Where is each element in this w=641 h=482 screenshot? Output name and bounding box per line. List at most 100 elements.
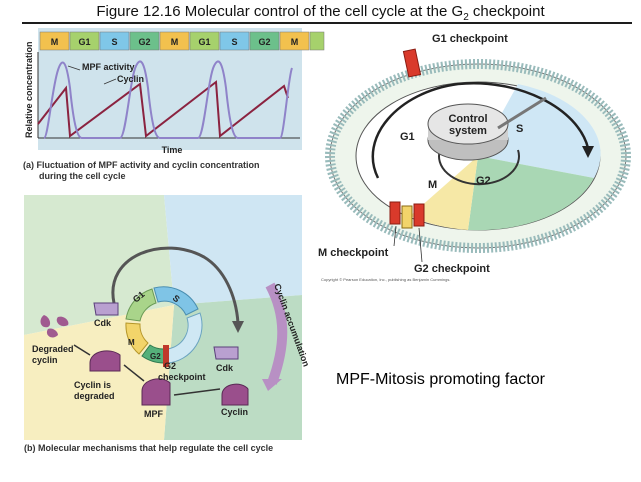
control-drum-top — [427, 103, 509, 145]
phase-block-g1 — [69, 31, 100, 51]
mpf-activity-label: MPF activity — [82, 62, 135, 72]
s-phase-label: S — [516, 123, 523, 135]
panel-a-caption-line2: during the cell cycle — [39, 171, 126, 181]
g2-phase-sector — [468, 156, 594, 231]
bg-blue-region — [164, 195, 302, 305]
mpf-label: MPF — [144, 409, 164, 419]
phase-label-s: S — [111, 37, 117, 47]
degraded-fragment-2 — [56, 316, 69, 327]
degraded-fragment-3 — [46, 328, 58, 338]
g1-phase-label: G1 — [400, 131, 415, 143]
cdk-bottom-label: Cdk — [216, 363, 234, 373]
cdk-top-label: Cdk — [94, 318, 112, 328]
panel-a-caption: (a) Fluctuation of MPF activity and cycl… — [23, 160, 303, 182]
degraded-cyclin-label-line1: Degraded — [32, 344, 74, 354]
cdk-bottom-shape — [213, 346, 239, 360]
m-phase-sector — [410, 156, 478, 230]
cell-cycle-wheel: G1 S G2 M — [125, 286, 203, 367]
m-phase-block — [401, 205, 413, 229]
panel-b-caption-letter: (b) — [24, 443, 36, 453]
g2-checkpoint-leader — [418, 227, 423, 263]
phase-label-m: M — [51, 37, 59, 47]
degraded-fragment-1 — [40, 315, 51, 328]
phase-label-g2: G2 — [258, 37, 270, 47]
cyclin-is-degraded-line2: degraded — [74, 391, 115, 401]
cyclin-shape — [221, 383, 249, 406]
arrow-cyclin-to-mpf — [173, 388, 221, 396]
title-suffix: checkpoint — [468, 3, 545, 20]
m-checkpoint-leader — [393, 225, 397, 247]
cycle-arrow-top-head — [232, 321, 244, 333]
g1-checkpoint-gate — [402, 48, 422, 78]
inner-cycle-arrow — [438, 149, 520, 186]
accumulation-arrow-head — [262, 379, 282, 391]
wheel-s-segment — [153, 286, 199, 316]
cyclin-curve — [37, 80, 289, 138]
m-checkpoint-gate — [389, 201, 401, 225]
phase-block-g2 — [129, 31, 160, 51]
phase-bar: M G1 S G2 M G1 S G2 M — [39, 31, 325, 51]
y-axis-label: Relative concentration — [24, 41, 34, 138]
panel-b-caption: (b) Molecular mechanisms that help regul… — [24, 443, 314, 454]
panel-a-caption-letter: (a) — [23, 160, 34, 170]
control-system-line2: system — [449, 125, 487, 137]
g2-checkpoint-line1: G2 — [164, 361, 176, 371]
wheel-m-label: M — [128, 338, 135, 347]
mpf-definition-note: MPF-Mitosis promoting factor — [336, 371, 545, 388]
m-phase-label: M — [428, 179, 437, 191]
x-axis-label: Time — [162, 145, 183, 155]
phase-label-s: S — [231, 37, 237, 47]
cycle-direction-arrow — [371, 81, 590, 179]
control-system-line1: Control — [448, 113, 487, 125]
m-checkpoint-label: M checkpoint — [318, 247, 389, 259]
phase-label-g1: G1 — [198, 37, 210, 47]
phase-block-g1 — [189, 31, 220, 51]
phase-label-m: M — [171, 37, 179, 47]
phase-block-m — [39, 31, 70, 51]
g2-checkpoint-label: G2 checkpoint — [414, 263, 490, 275]
degraded-cyclin-label-line2: cyclin — [32, 355, 58, 365]
g2-checkpoint-gate — [413, 203, 425, 227]
cycle-direction-arrow-head — [582, 146, 594, 158]
g2-phase-label: G2 — [476, 175, 491, 187]
phase-label-g2: G2 — [138, 37, 150, 47]
title-prefix: Figure 12.16 Molecular control of the ce… — [96, 3, 464, 20]
s-phase-sector — [478, 84, 601, 178]
phase-block-s — [219, 31, 250, 51]
mpf-activity-curve — [43, 60, 293, 139]
g1-checkpoint-label: G1 checkpoint — [432, 33, 508, 45]
panel-b-caption-text: Molecular mechanisms that help regulate … — [38, 443, 274, 453]
copyright-notice: Copyright © Pearson Education, Inc., pub… — [321, 277, 451, 282]
title-rule — [22, 22, 632, 24]
wheel-s-label: S — [171, 293, 182, 305]
mpf-leader-line — [67, 65, 81, 71]
panel-b-diagram: G1 S G2 M Cdk Degraded cyclin Cyclin is … — [24, 195, 311, 440]
phase-label-g1: G1 — [78, 37, 90, 47]
wheel-m-segment — [125, 322, 149, 355]
g2-checkpoint-line2: checkpoint — [158, 372, 206, 382]
arrow-mpf-to-degrading — [123, 364, 145, 382]
panel-a-caption-line1: Fluctuation of MPF activity and cyclin c… — [36, 160, 260, 170]
outer-ring-ticks — [325, 59, 631, 253]
wheel-checkpoint-marker — [163, 345, 169, 367]
title-subscript: 2 — [463, 12, 469, 23]
wheel-g2-label: G2 — [150, 352, 161, 361]
cyclin-leader-line — [103, 78, 117, 85]
phase-block-m — [159, 31, 190, 51]
phase-block-g2 — [249, 31, 280, 51]
cyclin-bottom-label: Cyclin — [221, 407, 248, 417]
cdk-top-shape — [93, 302, 119, 316]
phase-block-s — [99, 31, 130, 51]
cyclin-is-degraded-line1: Cyclin is — [74, 380, 111, 390]
cyclin-label: Cyclin — [117, 74, 144, 84]
cycle-arrow-top — [111, 246, 240, 324]
phase-label-m: M — [291, 37, 299, 47]
panel-a-graph: M G1 S G2 M G1 S G2 M MPF activity Cyclin Relati… — [24, 28, 325, 155]
mpf-complex-shape — [141, 378, 171, 406]
control-system-wheel: Control system G1 checkpoint G1 S M G2 M… — [318, 33, 631, 275]
degrading-cyclin-shape — [89, 350, 121, 372]
arrow-to-degraded — [73, 344, 91, 356]
phase-block-tail — [309, 31, 325, 51]
phase-block-m — [279, 31, 310, 51]
wheel-g1-segment — [125, 288, 157, 322]
